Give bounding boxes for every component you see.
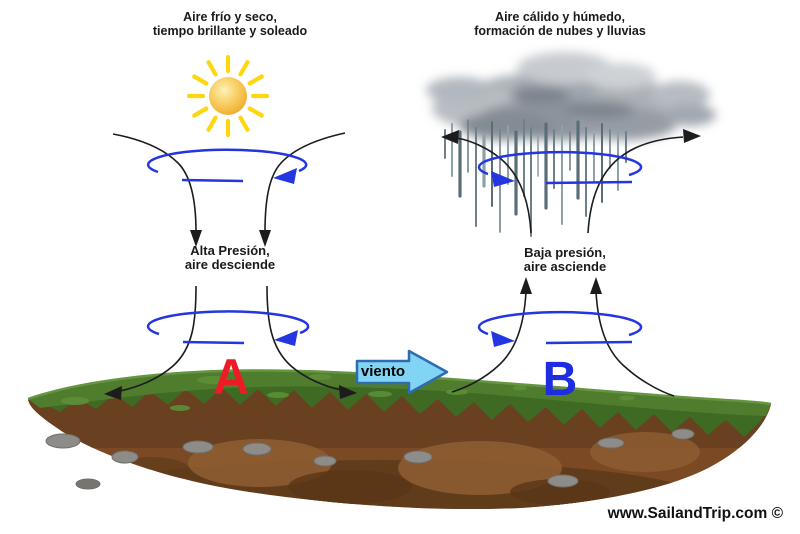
circulation-chord — [181, 178, 244, 183]
rock — [111, 450, 139, 464]
descending-air-arrowheads — [104, 230, 357, 400]
circulation-arc — [146, 310, 310, 336]
circulation-chord — [545, 340, 633, 345]
ascending-air-arrow-icon — [451, 136, 684, 397]
circulation-chord — [182, 340, 245, 345]
warm-air-label-line1: Aire cálido y húmedo, — [495, 10, 625, 24]
wind-label: viento — [360, 363, 406, 380]
rock — [597, 437, 625, 449]
watermark-text: www.SailandTrip.com © — [607, 505, 783, 522]
sun-disc — [209, 77, 247, 115]
right-arrowhead-icon — [683, 129, 701, 143]
low-pressure-label-line2: aire asciende — [523, 258, 607, 274]
up-arrowhead-icon — [520, 277, 532, 294]
cyclone-circulation-icon — [477, 150, 643, 345]
rock — [671, 428, 695, 440]
cold-air-label-line1: Aire frío y seco, — [183, 10, 277, 24]
wind-arrow-icon — [355, 349, 449, 395]
anticyclone-circulation-icon — [146, 148, 310, 345]
low-pressure-label: Baja presión, aire asciende — [465, 246, 665, 273]
rock — [547, 474, 579, 488]
cold-air-label: Aire frío y seco, tiempo brillante y sol… — [75, 10, 385, 38]
rock — [182, 440, 214, 454]
rock — [75, 478, 101, 490]
cold-air-label-line2: tiempo brillante y soleado — [152, 23, 308, 38]
down-arrowhead-icon — [190, 230, 202, 247]
warm-air-label-line2: formación de nubes y lluvias — [474, 23, 646, 38]
rock — [45, 433, 81, 449]
ground-island-illustration — [27, 369, 772, 510]
left-arrowhead-icon — [441, 130, 459, 144]
up-arrowhead-icon — [590, 277, 602, 294]
grass-spots — [61, 374, 635, 411]
rocks — [45, 428, 695, 490]
rock — [403, 450, 433, 464]
circulation-arrowheads — [273, 168, 515, 347]
circulation-arc — [146, 148, 308, 174]
rock — [242, 442, 272, 456]
rock — [313, 455, 337, 467]
ascending-air-arrowheads — [441, 129, 701, 294]
left-arrowhead-icon — [104, 386, 122, 400]
sun-icon — [186, 54, 270, 138]
sun-rays — [186, 54, 270, 138]
circulation-arc — [477, 150, 643, 177]
zone-b-label: B — [542, 353, 578, 406]
right-arrowhead-icon — [339, 385, 357, 399]
down-arrowhead-icon — [259, 230, 271, 247]
high-pressure-label-line1: Alta Presión, — [190, 243, 270, 258]
circulation-arc — [477, 310, 643, 337]
low-pressure-label-line1: Baja presión, — [524, 245, 606, 260]
circulation-arrowhead-icon — [491, 171, 515, 187]
rain-cloud-icon — [426, 52, 716, 140]
circulation-arrowhead-icon — [491, 331, 515, 347]
warm-air-label: Aire cálido y húmedo, formación de nubes… — [405, 10, 715, 38]
high-pressure-label-line2: aire desciende — [184, 256, 276, 272]
circulation-arrowhead-icon — [273, 168, 297, 184]
high-pressure-label: Alta Presión, aire desciende — [130, 244, 330, 271]
circulation-arrowhead-icon — [274, 330, 298, 346]
soil-shading — [28, 390, 771, 510]
circulation-chord — [545, 180, 633, 185]
zone-a-label: A — [212, 349, 250, 405]
